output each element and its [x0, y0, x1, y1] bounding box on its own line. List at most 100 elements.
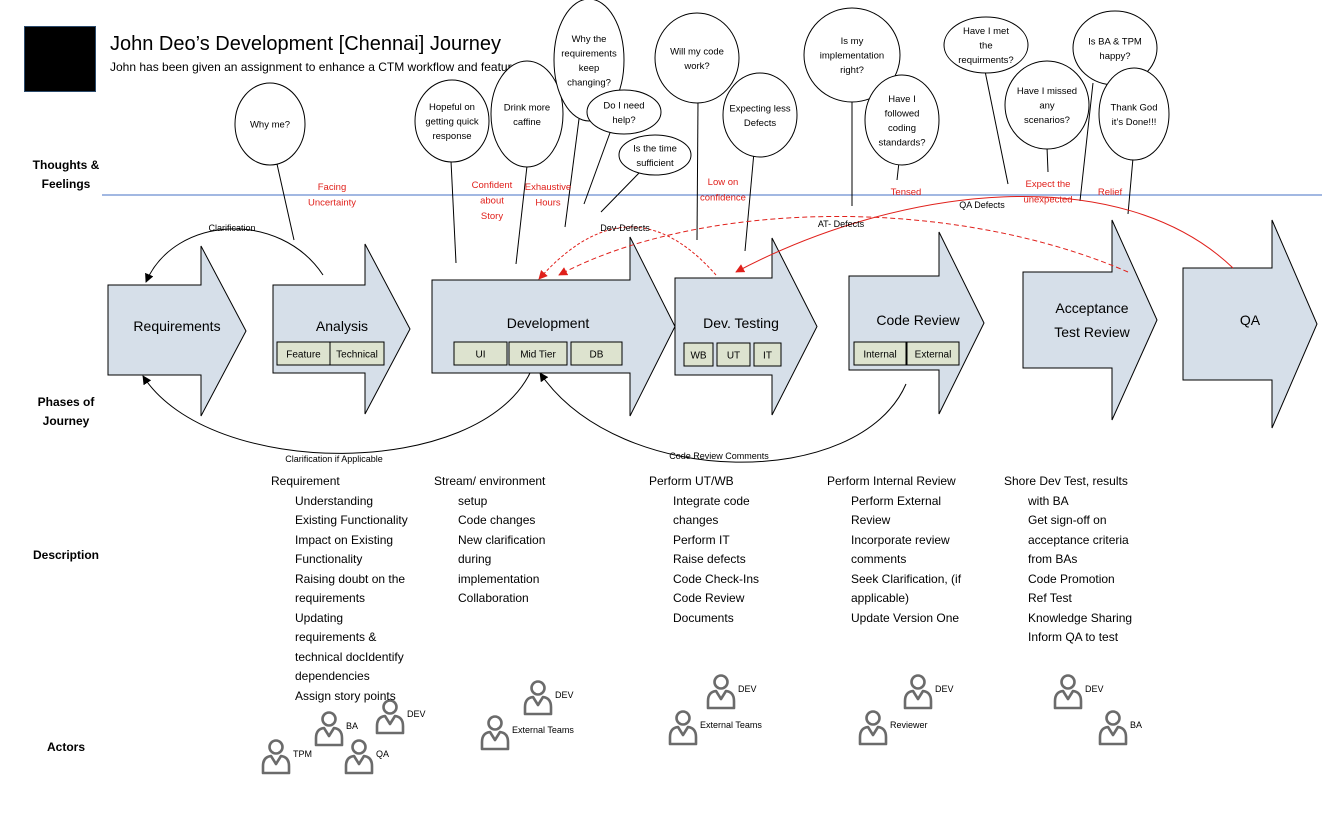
- bubble-text: work?: [683, 61, 709, 72]
- label-qa-defects: QA Defects: [959, 200, 1005, 210]
- sub-phase-box: [906, 341, 960, 366]
- sub-phase-box: [753, 342, 782, 367]
- actor-label: External Teams: [512, 725, 574, 735]
- bubble-tails: [276, 70, 1134, 265]
- bubble-shape: [553, 0, 625, 122]
- phase-name: Acceptance: [1055, 300, 1128, 316]
- person-icon: [865, 710, 881, 726]
- feeling-text: about: [480, 196, 504, 207]
- actor-label: DEV: [407, 709, 426, 719]
- bubble-text: Why the: [572, 34, 607, 45]
- bubble-text: response: [432, 131, 471, 142]
- description-item: New clarification: [458, 532, 546, 547]
- feeling-text: Story: [481, 211, 503, 222]
- phase-arrow-shape: [1022, 219, 1158, 421]
- person-icon: [1060, 674, 1076, 690]
- person-body-icon: [706, 689, 736, 710]
- bubble-shape: [654, 12, 740, 104]
- bubble-shape: [490, 60, 564, 168]
- page-title: John Deo’s Development [Chennai] Journey: [110, 33, 501, 55]
- person-body-icon: [344, 754, 374, 775]
- phase-name: Dev. Testing: [703, 315, 779, 331]
- person-body-icon: [903, 689, 933, 710]
- actor-label: DEV: [555, 690, 574, 700]
- sub-phase-label: WB: [690, 351, 706, 362]
- bubble-shape: [1098, 67, 1170, 161]
- person-icon: [713, 674, 729, 690]
- description-item: changes: [673, 513, 719, 527]
- row-label-phases-line2: Journey: [42, 414, 90, 428]
- person-body-icon: [375, 714, 405, 735]
- description-item: comments: [851, 552, 907, 566]
- phase-name: Analysis: [316, 318, 368, 334]
- person-body-icon: [261, 754, 291, 775]
- bubble-text: Have I missed: [1017, 86, 1077, 97]
- phase-qa: QA: [1182, 219, 1318, 429]
- person-icon: [268, 739, 284, 755]
- feeling-text: confidence: [700, 193, 746, 204]
- actor-label: BA: [1130, 720, 1142, 730]
- bubble-text: requirments?: [958, 55, 1013, 66]
- sub-phase-box: [683, 342, 714, 367]
- at-defects-arrow: [558, 215, 1129, 276]
- person-body-icon: [858, 725, 888, 746]
- bubble-shape: [586, 89, 662, 135]
- bubble-text: Why me?: [250, 120, 290, 131]
- feeling-text: Hours: [535, 198, 561, 209]
- person-body-icon: [523, 695, 553, 716]
- phase-arrow-shape: [1182, 219, 1318, 429]
- sub-phase-label: UT: [727, 351, 740, 362]
- bubble-text: Is the time: [633, 143, 677, 154]
- description-item: Seek Clarification, (if: [851, 571, 962, 586]
- bubble-text: scenarios?: [1024, 115, 1070, 126]
- bubble-text: keep: [579, 63, 600, 74]
- description-item: dependencies: [295, 669, 370, 683]
- phase-name: Test Review: [1054, 324, 1130, 340]
- description-item: Understanding: [295, 493, 374, 508]
- bubble-text: Expecting less: [729, 103, 791, 114]
- description-heading: Perform Internal Review: [827, 474, 956, 488]
- description-heading: Perform UT/WB: [649, 474, 734, 488]
- bubble-text: sufficient: [636, 158, 674, 169]
- sub-phase-box: [853, 341, 907, 366]
- description-item: Code Review: [673, 591, 745, 605]
- bubble-shape: [414, 79, 490, 163]
- person-body-icon: [668, 725, 698, 746]
- bubble-shape: [803, 7, 901, 103]
- actor-label: Reviewer: [890, 720, 928, 730]
- description-item: Incorporate review: [851, 532, 950, 547]
- defect-arrows: [538, 195, 1234, 280]
- flow-arrows: [142, 228, 907, 463]
- bubble-text: followed: [885, 108, 920, 119]
- sub-phase-box: [716, 342, 751, 367]
- feeling-text: Confident: [472, 180, 513, 191]
- bubble-text: help?: [612, 115, 635, 126]
- row-label-actors: Actors: [46, 740, 85, 754]
- bubble-shape: [943, 16, 1029, 74]
- bubble-text: caffine: [513, 117, 541, 128]
- person-icon: [1105, 710, 1121, 726]
- description-item: applicable): [851, 591, 910, 605]
- sub-phase-label: DB: [590, 350, 604, 361]
- description-item: Assign story points: [295, 688, 396, 703]
- description-item: during: [458, 552, 492, 566]
- description-item: requirements: [295, 591, 366, 605]
- actor-reviewer: Reviewer: [858, 710, 928, 746]
